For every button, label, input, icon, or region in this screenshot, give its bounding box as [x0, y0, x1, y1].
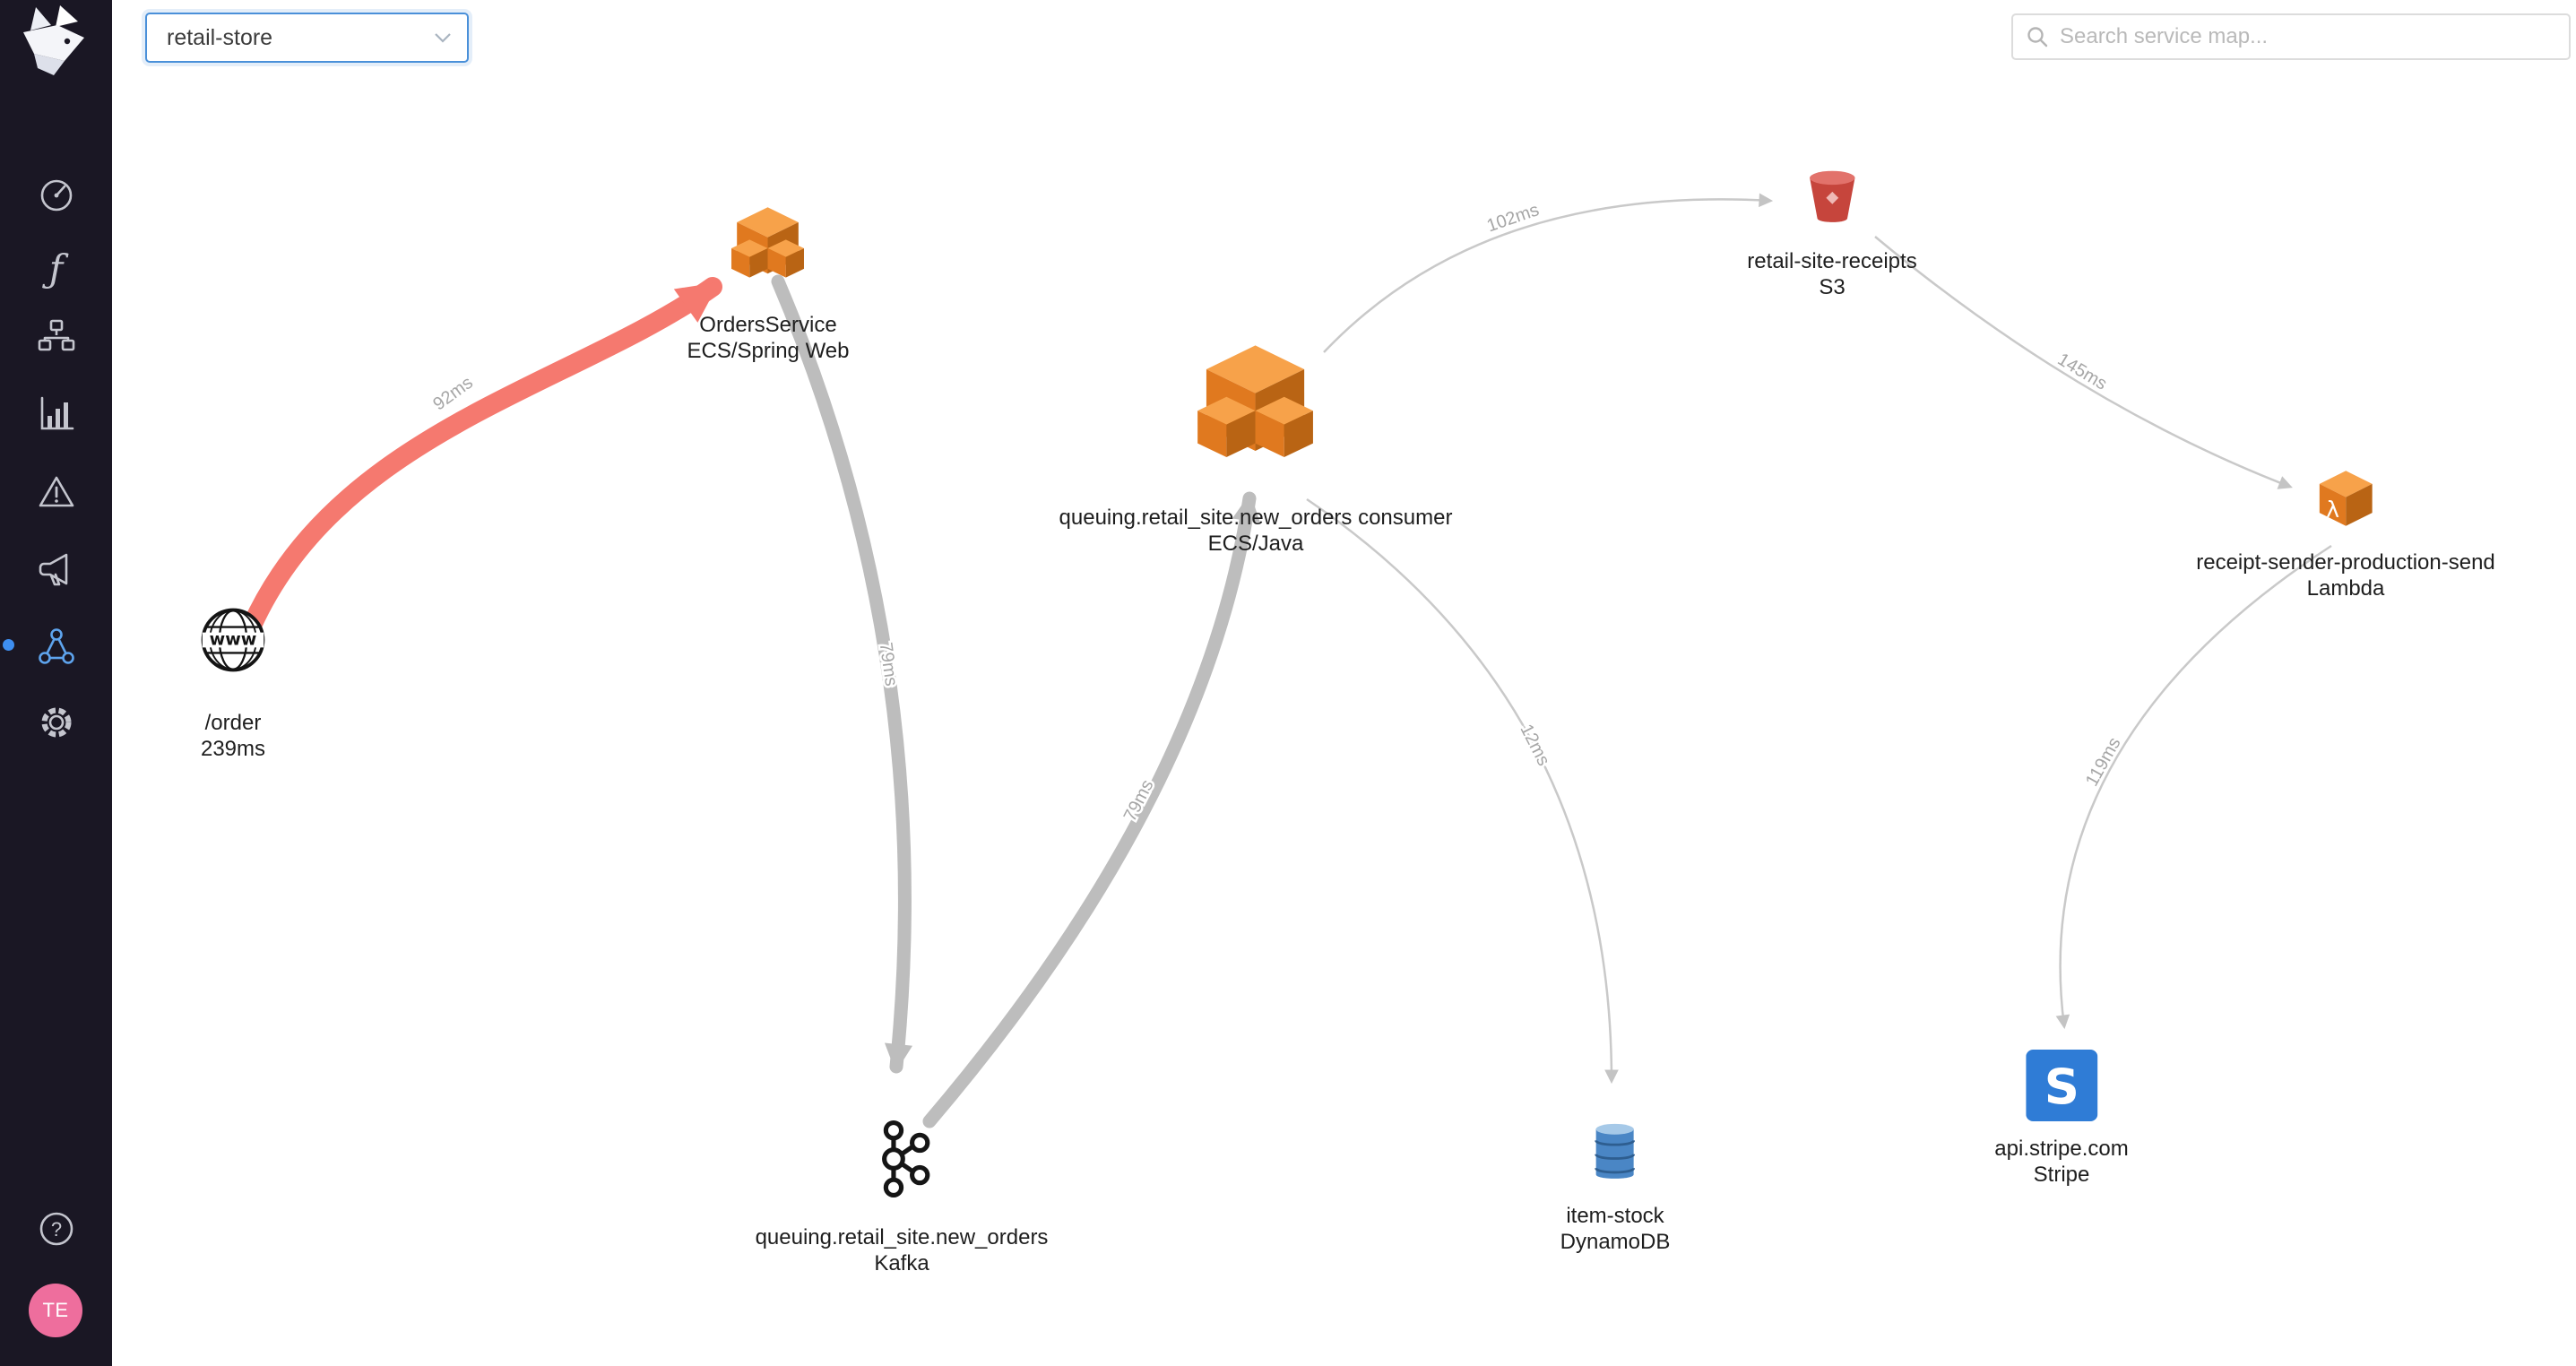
gear-icon [41, 707, 71, 738]
rabbit-logo [11, 5, 100, 85]
svg-text:www: www [210, 629, 257, 649]
project-selector[interactable]: retail-store [145, 13, 469, 63]
node-title: retail-site-receipts [1747, 249, 1917, 273]
node-title: receipt-sender-production-send [2196, 550, 2495, 575]
node-orders-service[interactable]: OrdersService ECS/Spring Web [687, 203, 850, 364]
node-type: Lambda [2306, 576, 2385, 601]
sidebar-item-alerts[interactable] [0, 471, 112, 514]
node-type: DynamoDB [1560, 1230, 1671, 1254]
globe-www-icon: www [201, 608, 265, 672]
sidebar-item-service-map[interactable] [0, 625, 112, 668]
node-api-stripe[interactable]: S api.stripe.com Stripe [1994, 1050, 2129, 1188]
sidebar-item-settings[interactable] [0, 701, 112, 744]
ecs-icon [1197, 345, 1314, 457]
sidebar-item-architecture[interactable] [0, 316, 112, 359]
edge-kafka-to-consumer[interactable] [922, 491, 1260, 1128]
sidebar-item-analytics[interactable] [0, 392, 112, 435]
node-title: item-stock [1566, 1204, 1664, 1228]
edge-ordersservice-to-kafka[interactable] [771, 274, 913, 1074]
node-retail-site-receipts[interactable]: retail-site-receipts S3 [1747, 164, 1917, 300]
search-input[interactable] [2049, 24, 2569, 49]
edge-latency-label: 119ms [2082, 734, 2125, 790]
bar-chart-icon [40, 396, 73, 430]
sidebar-item-announcements[interactable] [0, 547, 112, 590]
node-type: Kafka [874, 1251, 929, 1275]
node-title: api.stripe.com [1994, 1137, 2129, 1161]
node-type: ECS/Spring Web [687, 339, 850, 363]
node-latency: 239ms [200, 737, 266, 761]
project-selector-value: retail-store [167, 24, 273, 50]
edge-s3-to-lambda[interactable] [1874, 236, 2293, 489]
node-type: ECS/Java [1207, 532, 1304, 556]
node-title: /order [204, 711, 262, 735]
ecs-icon [731, 207, 805, 278]
node-title: OrdersService [699, 313, 837, 337]
node-type: Stripe [2033, 1163, 2090, 1187]
magnifier-icon [2027, 27, 2048, 48]
node-item-stock[interactable]: item-stock DynamoDB [1560, 1120, 1671, 1255]
user-avatar[interactable]: TE [29, 1284, 82, 1337]
node-title: queuing.retail_site.new_orders [755, 1225, 1049, 1249]
help-icon: ? [39, 1212, 73, 1246]
megaphone-icon [39, 553, 67, 586]
chevron-down-icon [435, 32, 467, 43]
svg-text:λ: λ [2326, 497, 2339, 523]
s3-icon [1809, 170, 1855, 222]
sidebar: ƒ [0, 0, 112, 1366]
edge-order-to-ordersservice[interactable] [242, 277, 722, 635]
sidebar-item-dashboard[interactable] [0, 173, 112, 216]
edge-latency-label: 79ms [876, 641, 902, 687]
edge-latency-label: 12ms [1516, 721, 1553, 769]
svg-text:S: S [2044, 1059, 2079, 1115]
sidebar-item-functions[interactable]: ƒ [0, 247, 112, 290]
stripe-icon: S [2025, 1050, 2097, 1121]
warning-icon [39, 476, 73, 507]
node-new-orders-topic[interactable]: queuing.retail_site.new_orders Kafka [755, 1120, 1049, 1276]
edge-lambda-to-stripe[interactable] [2055, 544, 2332, 1030]
node-title: queuing.retail_site.new_orders consumer [1059, 506, 1453, 530]
edge-consumer-to-s3[interactable] [1323, 193, 1774, 353]
service-map-icon [38, 628, 74, 664]
edge-consumer-to-dynamodb[interactable] [1306, 497, 1619, 1085]
kafka-icon [882, 1120, 930, 1197]
active-page-indicator [3, 639, 14, 651]
svg-text:?: ? [50, 1218, 61, 1241]
architecture-icon [38, 319, 74, 351]
function-icon: ƒ [48, 246, 64, 290]
gauge-icon [40, 179, 72, 212]
node-order-trigger[interactable]: www /order 239ms [199, 606, 267, 762]
lambda-icon: λ [2319, 471, 2373, 526]
search-box [2011, 13, 2571, 60]
dynamodb-icon [1595, 1123, 1636, 1179]
node-new-orders-consumer[interactable]: queuing.retail_site.new_orders consumer … [1059, 338, 1453, 557]
sidebar-item-help[interactable]: ? [0, 1207, 112, 1250]
node-receipt-sender[interactable]: λ receipt-sender-production-send Lambda [2196, 467, 2495, 601]
node-type: S3 [1819, 275, 1846, 299]
